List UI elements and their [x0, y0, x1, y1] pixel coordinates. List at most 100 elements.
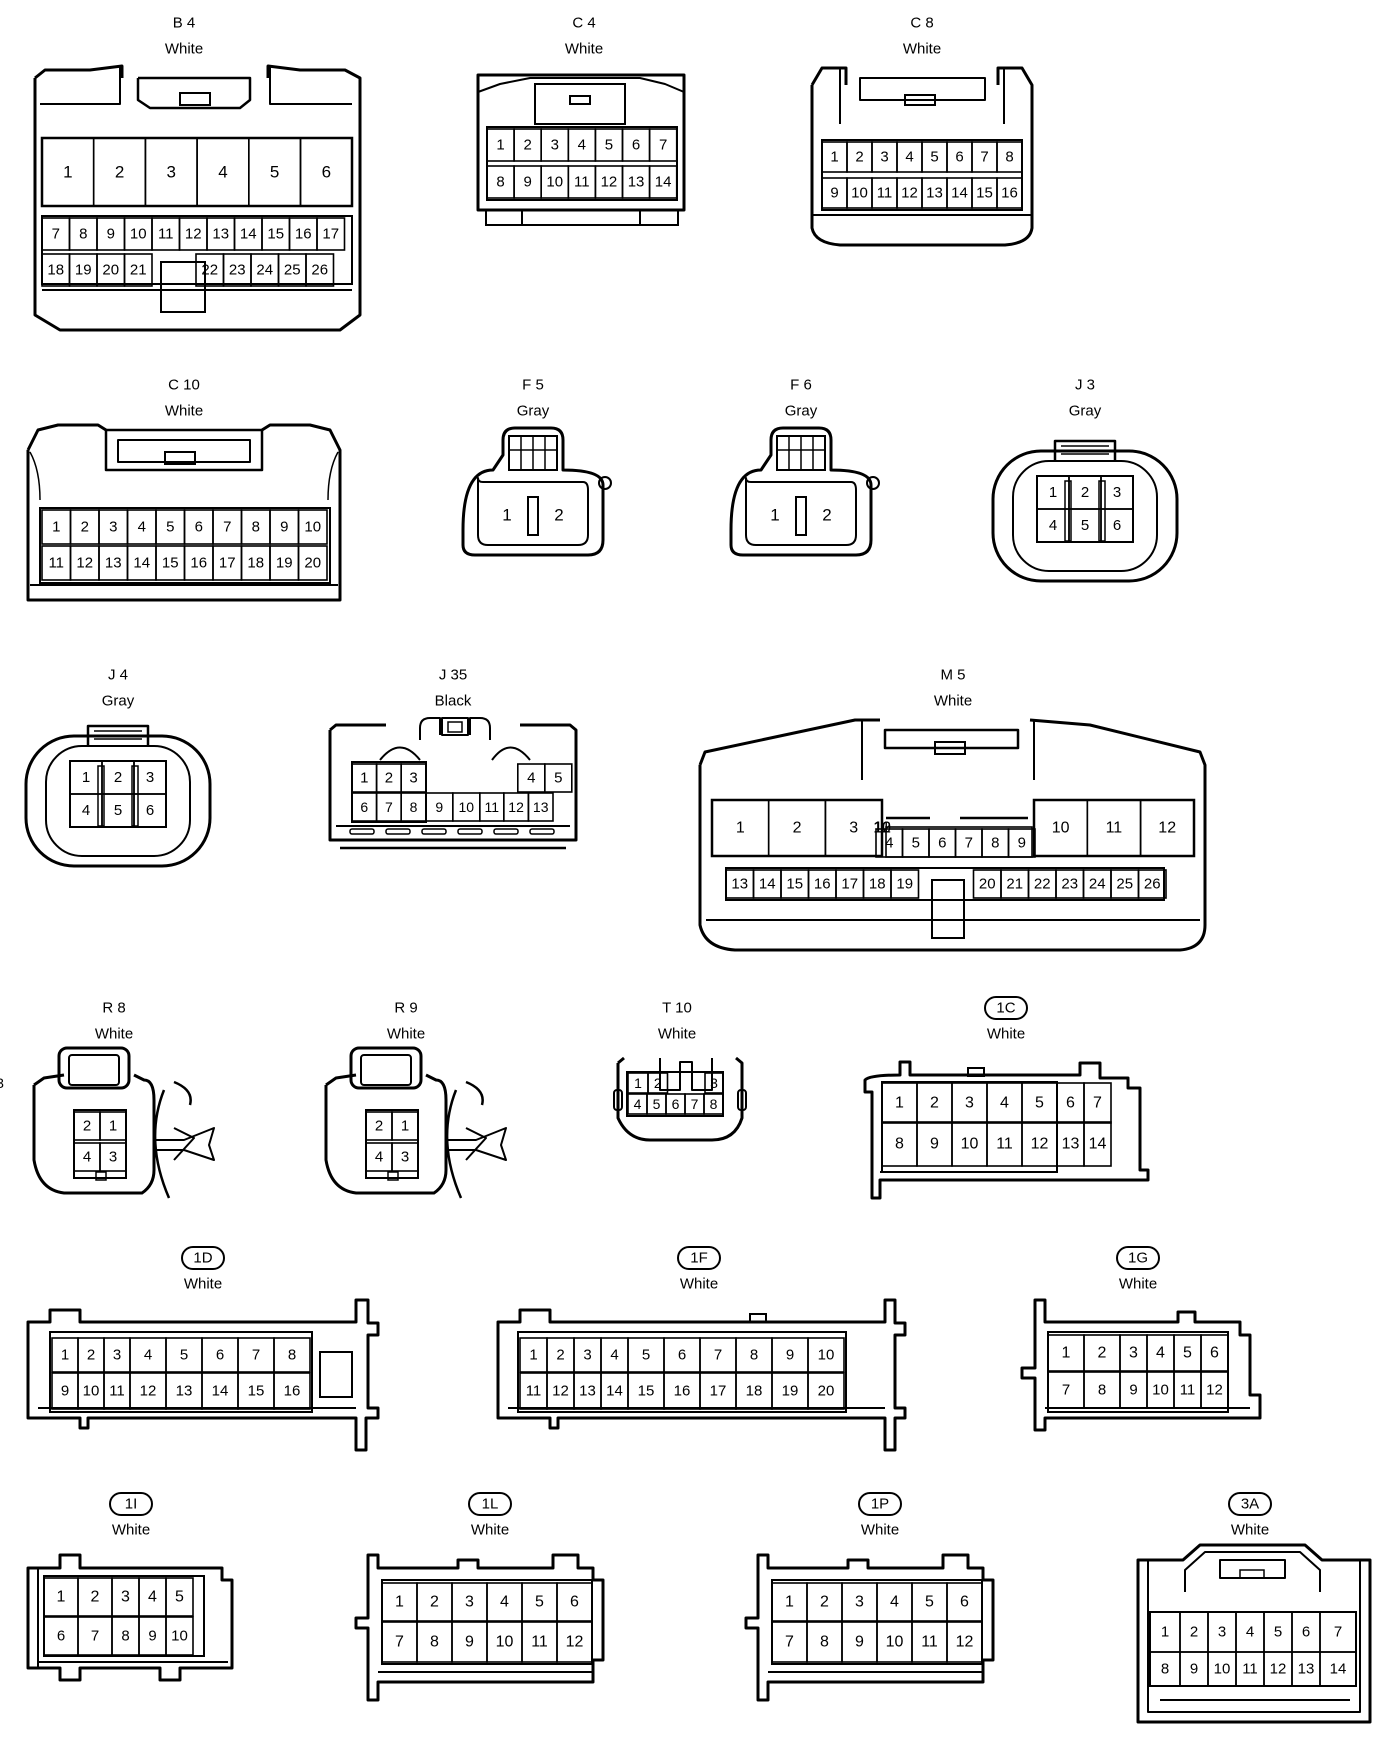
pin-label: 4: [144, 1347, 152, 1364]
pin-label: 16: [814, 876, 831, 893]
pin-label: 8: [410, 799, 418, 815]
connector-color: Gray: [102, 693, 135, 710]
pin-label: 12: [508, 799, 524, 815]
housing-outline: [447, 721, 463, 733]
pin-label: 19: [896, 876, 913, 893]
connector-code: 1C: [996, 1000, 1015, 1017]
pin-label: 9: [435, 799, 443, 815]
housing-outline: [1239, 1569, 1265, 1579]
pin-label: 5: [1183, 1345, 1192, 1362]
pin-label: 1: [1049, 484, 1057, 501]
housing-outline: [95, 1171, 107, 1181]
pin-cell: [648, 128, 678, 162]
pin-label: 9: [107, 226, 115, 243]
pin-label: 10: [818, 1347, 835, 1364]
pin-label: 10: [83, 1383, 100, 1400]
housing-outline: [517, 1331, 847, 1413]
pin-label: 4: [527, 770, 535, 787]
pin-label: 8: [895, 1136, 904, 1153]
pin-label: 2: [385, 770, 393, 787]
housing-outline: [160, 261, 206, 313]
pin-label: 8: [1098, 1382, 1106, 1399]
pin-label: 10: [1052, 820, 1070, 837]
pin-label: 13: [926, 185, 943, 202]
pin-cell: [824, 799, 883, 857]
connector-code: B 4: [173, 15, 196, 32]
pin-label: 15: [786, 876, 803, 893]
pin-label: 11: [158, 226, 174, 243]
pin-label: 4: [138, 519, 146, 536]
pin-cell: [165, 1616, 194, 1656]
pin-label: 11: [574, 174, 590, 191]
pin-label: 12: [1270, 1661, 1287, 1678]
pin-slot: [421, 828, 447, 835]
pin-label: 14: [1089, 1136, 1107, 1153]
pin-label: 9: [1129, 1382, 1137, 1399]
housing-outline: [104, 428, 264, 472]
pin-label: 10: [459, 799, 475, 815]
housing-outline: [839, 68, 1005, 124]
pin-label: 13: [628, 174, 645, 191]
housing-outline: [387, 1171, 399, 1181]
housing-outline: [441, 717, 469, 736]
pin-label: 2: [1190, 1624, 1198, 1641]
housing-outline: [1098, 480, 1106, 542]
connector-code: 1G: [1128, 1250, 1148, 1267]
housing-outline: [859, 77, 986, 101]
connector-tag: [109, 1492, 153, 1516]
pin-cell: [305, 253, 335, 287]
pin-cell: [273, 1337, 311, 1373]
pin-label: 25: [1116, 876, 1133, 893]
pin-label: 2: [375, 1118, 383, 1135]
pin-label: 7: [980, 149, 988, 166]
pin-label: 7: [395, 1634, 404, 1651]
pin-label: 6: [938, 835, 946, 852]
housing-outline: [863, 1060, 1150, 1200]
housing-outline: [496, 1298, 907, 1452]
connector-color: White: [1119, 1276, 1157, 1293]
latch: [613, 1089, 623, 1111]
pin-label: 11: [996, 1136, 1013, 1153]
pin-label: 3: [1129, 1345, 1138, 1362]
pin-label: 25: [284, 262, 301, 279]
pin-label: 3: [0, 1075, 4, 1091]
pin-label: 7: [965, 835, 973, 852]
connector-tag: [1116, 1246, 1160, 1270]
housing-outline: [153, 1080, 192, 1199]
pin-label: 12: [185, 226, 202, 243]
pin-cell: [391, 1111, 419, 1141]
pin-label: 1: [57, 1589, 66, 1606]
pin-label: 17: [841, 876, 858, 893]
pin-label: 18: [869, 876, 886, 893]
housing-outline: [1053, 439, 1117, 461]
housing-outline: [486, 126, 678, 201]
pin-cell: [400, 763, 427, 793]
housing-outline: [861, 720, 1035, 780]
pin-label: 12: [1206, 1382, 1223, 1399]
pin-label: 8: [252, 519, 260, 536]
pin-label: 2: [1098, 1345, 1107, 1362]
pin-label: 5: [1035, 1095, 1044, 1112]
pin-label: 7: [223, 519, 231, 536]
housing-outline: [1020, 1298, 1262, 1432]
pin-label: 2: [855, 149, 863, 166]
housing-outline: [1136, 1543, 1372, 1724]
housing-outline: [904, 94, 936, 106]
pin-label: 7: [691, 1096, 699, 1112]
pin-label: 1: [785, 1594, 794, 1611]
pin-label: 6: [57, 1628, 65, 1645]
pin-label: 7: [785, 1634, 794, 1651]
pin-label: 6: [1066, 1095, 1075, 1112]
connector-color: Black: [435, 693, 472, 710]
pin-label: 1: [529, 1347, 537, 1364]
connector-code: 1L: [482, 1496, 499, 1513]
connector-color: Gray: [517, 403, 550, 420]
pin-label: 13: [731, 876, 748, 893]
pin-label: 5: [653, 1096, 661, 1112]
pin-label: 3: [855, 1594, 864, 1611]
pin-label: 1: [401, 1118, 409, 1135]
housing-outline: [319, 1351, 353, 1398]
